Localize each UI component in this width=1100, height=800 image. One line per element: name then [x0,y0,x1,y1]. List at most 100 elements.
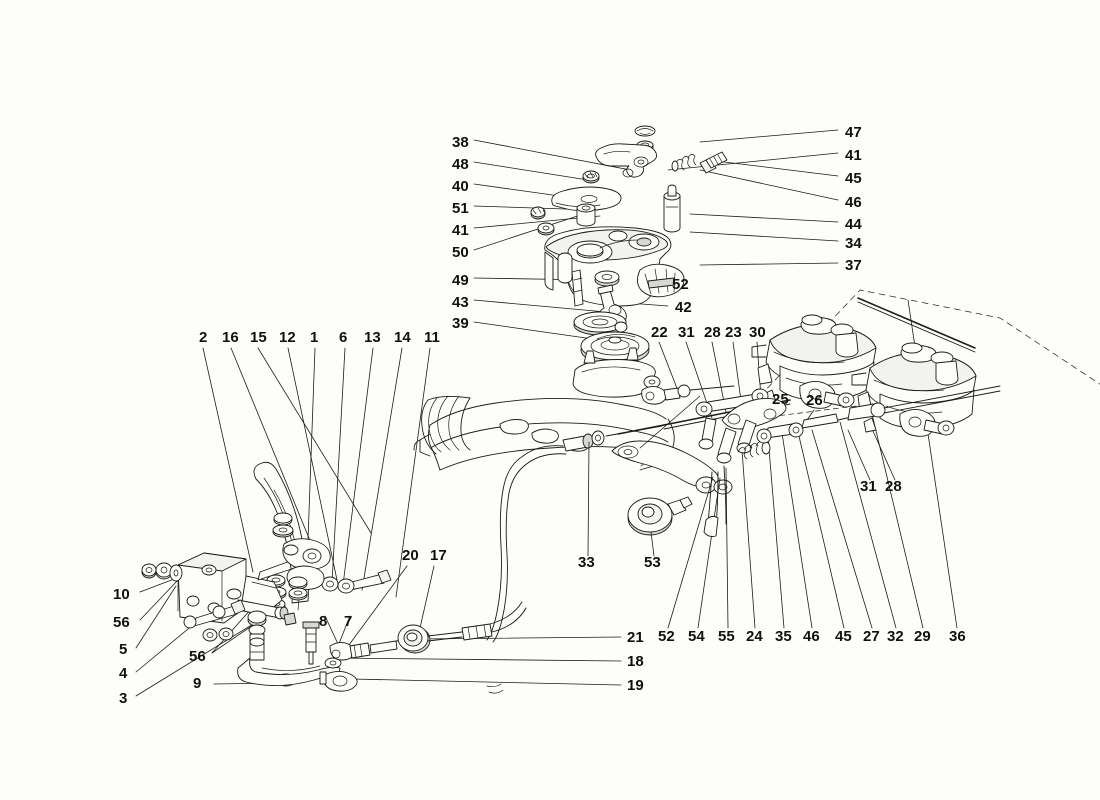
callout-2: 2 [199,329,208,346]
callout-32: 32 [887,628,904,645]
callout-3: 3 [119,690,128,707]
callout-17: 17 [430,547,447,564]
throttle-housing-assembly [530,125,728,365]
throttle-cable-sheath [486,445,567,694]
callout-45-upper: 45 [845,170,862,187]
callout-56-left: 56 [113,614,130,631]
part-48-nut [582,170,600,184]
callout-7: 7 [344,613,353,630]
callout-19: 19 [627,677,644,694]
part-19-clip [319,671,358,692]
callout-12: 12 [279,329,296,346]
callout-44: 44 [845,216,862,233]
callout-30: 30 [749,324,766,341]
part-22-ball-joint [641,384,735,405]
pedal-assembly [141,461,527,692]
callout-22: 22 [651,324,668,341]
pedal-lower-shaft [247,610,297,661]
callout-9: 9 [193,675,202,692]
pedal-pivot-cluster [272,512,331,601]
part-53-damper-unit [627,496,693,536]
callout-6: 6 [339,329,348,346]
part-47-clip [634,125,656,137]
callout-54: 54 [688,628,705,645]
callout-10: 10 [113,586,130,603]
part-40-cam-plate [551,186,622,212]
carburettor-linkage-assembly [641,289,1100,537]
callout-48: 48 [452,156,469,173]
part-44-plunger [663,184,681,233]
left-washer-stack [141,562,183,582]
part-37-bracket [637,263,685,298]
callout-37: 37 [845,257,862,274]
part-38-bellcrank-lever [595,143,658,178]
callout-39: 39 [452,315,469,332]
callout-45-lower: 45 [835,628,852,645]
callout-1: 1 [310,329,319,346]
callout-49: 49 [452,272,469,289]
callout-51: 51 [452,200,469,217]
callout-4: 4 [119,665,128,682]
callout-23: 23 [725,324,742,341]
callout-15: 15 [250,329,267,346]
carburettor-left [751,314,877,409]
callout-46-lower: 46 [803,628,820,645]
callout-52-lower: 52 [658,628,675,645]
callout-16: 16 [222,329,239,346]
callout-13: 13 [364,329,381,346]
callout-24: 24 [746,628,763,645]
callout-33: 33 [578,554,595,571]
callout-35: 35 [775,628,792,645]
callout-28-upper: 28 [704,324,721,341]
leader-lines-upper-right [619,129,839,307]
part-50-collar [576,203,596,227]
part-51-washer [530,206,546,220]
part-46-spring [671,154,697,172]
part-43-thrust-washer [573,311,628,336]
part-17-cable-grommet [397,601,527,654]
callout-31-lower: 31 [860,478,877,495]
long-connecting-rod [756,385,1001,444]
callout-28-lower: 28 [885,478,902,495]
callout-8: 8 [319,613,328,630]
callout-56-mid: 56 [189,648,206,665]
part-33-rod-junction [562,424,665,452]
bracket-bolts [183,549,392,642]
callout-46-upper: 46 [845,194,862,211]
callout-26: 26 [806,392,823,409]
part-52-washer-upper [594,270,620,287]
callout-43: 43 [452,294,469,311]
callout-27: 27 [863,628,880,645]
callout-52-upper: 52 [672,276,689,293]
manifold-bellcrank [611,440,733,495]
part-45-bolt [699,151,728,174]
carburettor-right [851,342,977,437]
lower-link-rods [703,465,727,537]
callout-38: 38 [452,134,469,151]
callout-36: 36 [949,628,966,645]
callout-21: 21 [627,629,644,646]
callout-55: 55 [718,628,735,645]
callout-5: 5 [119,641,128,658]
callout-50: 50 [452,244,469,261]
callout-20: 20 [402,547,419,564]
callout-11: 11 [424,329,440,346]
part-8-switch [302,621,320,665]
linkage-cluster [695,388,787,464]
part-49-pin [571,269,584,307]
callout-25: 25 [772,391,789,408]
intake-manifold-assembly [413,347,791,694]
callout-29: 29 [914,628,931,645]
cable-end-fitting [329,638,419,661]
callout-42: 42 [675,299,692,316]
callout-31-upper: 31 [678,324,695,341]
part-41-bush-lower [537,222,555,236]
callout-53: 53 [644,554,661,571]
callout-14: 14 [394,329,411,346]
callout-41-right: 41 [845,147,862,164]
callout-47: 47 [845,124,862,141]
callout-41-upper: 41 [452,222,469,239]
callout-40: 40 [452,178,469,195]
